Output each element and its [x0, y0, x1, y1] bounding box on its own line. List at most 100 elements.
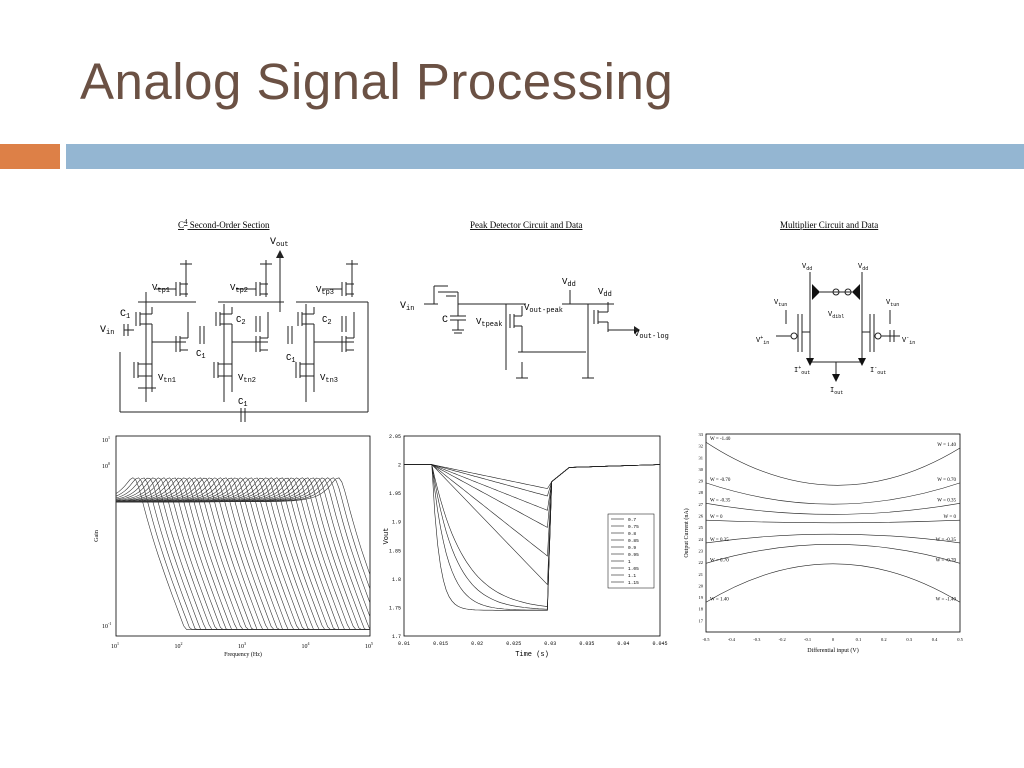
slide-title: Analog Signal Processing [80, 53, 674, 110]
legend-label: 0.7 [628, 517, 636, 523]
label-vtun-left: Vtun [774, 299, 787, 308]
label-vtun-right: Vtun [886, 299, 899, 308]
label-c2-mid: C2 [236, 315, 246, 327]
label-vdibl: Vdibl [828, 311, 844, 320]
series-label-left: W = 1.40 [710, 597, 729, 602]
x-tick-label: 0.04 [617, 641, 629, 647]
x-tick-label: 0.02 [471, 641, 483, 647]
label-c1-mid: C1 [196, 349, 206, 361]
x-tick-label: 0.035 [579, 641, 594, 647]
label-vtp1: Vtp1 [152, 283, 170, 295]
label-vtpeak: Vtpeak [476, 317, 502, 329]
series-label-left: W = 0.70 [710, 558, 729, 563]
current-curve [705, 563, 961, 603]
series-label-right: W = 0 [944, 515, 957, 520]
series-label-left: W = 0 [710, 515, 723, 520]
y-tick-label: 19 [699, 595, 704, 600]
x-tick-label: -0.2 [779, 637, 786, 642]
legend-label: 0.75 [628, 524, 639, 530]
series-label-left: W = -1.40 [710, 437, 731, 442]
x-tick-label: -0.4 [728, 637, 736, 642]
y-axis-label: Vout [383, 528, 391, 545]
label-vin: Vin [100, 325, 114, 337]
label-vin-plus: V+in [756, 335, 769, 346]
x-tick-label: 0.2 [881, 637, 887, 642]
vout-series-line [404, 464, 661, 528]
vout-series-line [404, 464, 661, 511]
legend-box [607, 513, 655, 589]
x-axis-label: Differential input (V) [807, 647, 859, 654]
vout-series-line [404, 464, 661, 610]
label-iout-plus: I+out [794, 365, 810, 376]
vout-series-line [404, 464, 661, 611]
legend-label: 0.9 [628, 545, 636, 551]
y-tick-label: 33 [699, 432, 704, 437]
label-vtn1: Vtn1 [158, 373, 176, 385]
current-curve [705, 441, 961, 486]
vout-series-line [404, 464, 661, 557]
label-peak-vin: Vin [400, 301, 414, 313]
vout-series-line [404, 464, 661, 586]
y-tick-label: 1.9 [392, 520, 401, 526]
label-voutlog: Vout-log [634, 329, 669, 341]
y-tick-label: 31 [699, 455, 704, 460]
stage-1 [123, 260, 196, 402]
y-tick-label: 20 [699, 583, 704, 588]
x-axis-label: Time (s) [515, 651, 549, 659]
label-peak-vdd-right: Vdd [598, 287, 612, 299]
label-peak-c: C [442, 315, 448, 326]
label-vin-minus: V-in [902, 335, 915, 346]
y-tick-label: 28 [699, 490, 704, 495]
current-curve [705, 544, 961, 564]
series-label-right: W = -0.70 [936, 558, 957, 563]
vout-series-line [404, 464, 661, 489]
c4-circuit-diagram: C4 Second-Order Section Vout C1 Vin Vtp1… [96, 212, 376, 424]
current-curve [705, 533, 961, 544]
y-tick-label: 1.75 [389, 605, 401, 611]
x-tick-label: 0.015 [433, 641, 448, 647]
accent-bar-blue [66, 144, 1024, 169]
x-tick-label: 104 [302, 641, 310, 650]
legend-label: 1.15 [628, 580, 639, 586]
label-ibias: Iout [830, 387, 843, 396]
y-tick-label: 29 [699, 479, 704, 484]
mult-caption: Multiplier Circuit and Data [780, 220, 878, 230]
stage-3 [295, 260, 369, 412]
x-tick-label: 0.1 [856, 637, 862, 642]
x-tick-label: 102 [175, 641, 183, 650]
voutlog-arrow-icon [634, 326, 640, 334]
x-tick-label: 0.01 [398, 641, 410, 647]
y-tick-label: 101 [102, 435, 110, 444]
series-label-left: W = -0.70 [710, 478, 731, 483]
gain-curve [116, 477, 371, 575]
multiplier-circuit-diagram: Multiplier Circuit and Data Vdd Vdd Vdib… [750, 212, 970, 402]
y-tick-label: 25 [699, 525, 704, 530]
y-tick-label: 23 [699, 548, 704, 553]
y-tick-label: 100 [102, 461, 110, 470]
x-tick-label: -0.3 [753, 637, 761, 642]
label-c1-left: C1 [120, 309, 130, 321]
y-tick-label: 10-1 [102, 621, 111, 630]
vout-series-line [404, 464, 661, 497]
y-tick-label: 22 [699, 560, 704, 565]
x-tick-label: 0.4 [932, 637, 938, 642]
vout-arrow-icon [276, 250, 284, 258]
legend-label: 0.95 [628, 552, 639, 558]
series-label-right: W = -1.40 [936, 597, 957, 602]
label-vtp2: Vtp2 [230, 283, 248, 295]
label-vtn2: Vtn2 [238, 373, 256, 385]
peak-detector-circuit-diagram: Peak Detector Circuit and Data Vin C Vtp… [398, 212, 678, 384]
x-tick-label: 105 [365, 641, 373, 650]
label-iout-minus: I-out [870, 365, 886, 376]
vout-series-line [404, 464, 661, 607]
series-label-right: W = 1.40 [937, 443, 956, 448]
current-curve [705, 503, 961, 515]
x-tick-label: 0 [832, 637, 835, 642]
y-tick-label: 1.7 [392, 634, 401, 640]
x-tick-label: 0.3 [906, 637, 912, 642]
y-tick-label: 1.85 [389, 548, 401, 554]
